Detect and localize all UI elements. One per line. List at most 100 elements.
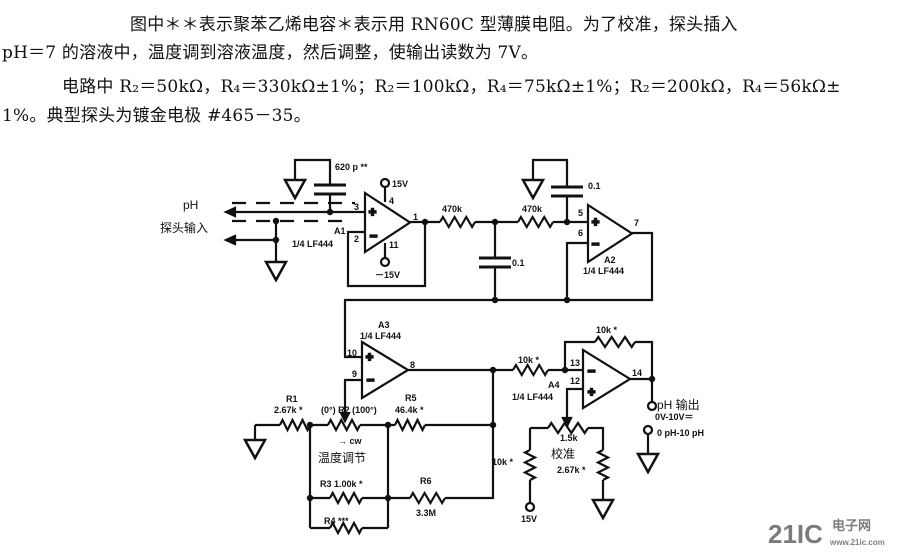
minus-sign: − [370, 229, 377, 243]
a4-pin-14: 14 [632, 368, 642, 378]
paragraph-line-1: 图中＊＊表示聚苯乙烯电容＊表示用 RN60C 型薄膜电阻。为了校准，探头插入 [130, 15, 738, 35]
r6-resistor [409, 490, 446, 506]
a4-pin-13: 13 [570, 358, 580, 368]
r-cal-left [522, 449, 538, 481]
wiper-arrow-icon [339, 411, 351, 424]
a1-pin-1: 1 [413, 212, 418, 222]
a2-pin-5: 5 [578, 208, 583, 218]
a1-opamp [363, 190, 413, 255]
watermark-brand: 21IC [768, 519, 823, 549]
a2-opamp [586, 202, 635, 265]
input-label-probe: 探头输入 [160, 220, 208, 235]
a2-name: A2 [604, 255, 616, 265]
r-cal-left-label: 10k * [492, 457, 514, 467]
ground-icon [635, 452, 661, 475]
watermark-domain: www.21ic.com [829, 538, 885, 547]
terminal-circle [379, 256, 391, 268]
wire [635, 340, 654, 380]
a2-pin-6: 6 [578, 228, 583, 238]
r-470k-2-label: 470k [522, 204, 543, 214]
r4-label: R4 *** [324, 516, 349, 526]
c1-label: 620 p ** [335, 162, 368, 172]
a2-type: 1/4 LF444 [583, 266, 624, 276]
r-in-a4 [512, 362, 549, 378]
r-fb-a4 [594, 335, 636, 349]
a3-pin-9: 9 [352, 369, 357, 379]
a2-pin-7: 7 [634, 218, 639, 228]
junction-dot [648, 375, 656, 383]
r3-resistor [329, 490, 363, 506]
plus-sign: + [588, 385, 595, 399]
watermark-cn: 电子网 [832, 518, 871, 533]
a1-vneg-label: －15V [375, 270, 400, 280]
output-label: pH 输出 [657, 397, 700, 412]
junction-dot [272, 236, 280, 244]
c-mid-label: 0.1 [512, 258, 525, 268]
cw-label: → cw [338, 436, 363, 446]
r-fb-a4-label: 10k * [596, 325, 618, 335]
wire [563, 340, 595, 370]
paragraph-line-2: pH＝7 的溶液中，温度调到溶液温度，然后调整，使输出读数为 7V。 [2, 43, 539, 63]
plus-sign: + [366, 350, 373, 364]
a4-type: 1/4 LF444 [512, 392, 553, 402]
a4-plus-wire [565, 387, 583, 418]
minus-sign: − [367, 373, 374, 387]
a3-pin-8: 8 [410, 360, 415, 370]
junction-dot [563, 296, 571, 304]
c-top-label: 0.1 [588, 181, 601, 191]
r-cal-right-label: 2.67k * [557, 465, 586, 475]
a1-vpos-label: 15V [392, 179, 408, 189]
a4-pin-12: 12 [570, 376, 580, 386]
junction-dot [491, 296, 499, 304]
paragraph-line-3: 电路中 R₂＝50kΩ，R₄＝330kΩ±1%；R₂＝100kΩ，R₄＝75kΩ… [62, 77, 841, 97]
a2-feedback-wire [565, 241, 588, 300]
a3-opamp [360, 340, 411, 400]
a4-name: A4 [548, 380, 560, 390]
ground-icon [263, 260, 289, 283]
wire [588, 426, 605, 450]
terminal-circle [524, 501, 536, 513]
a1-name: A1 [334, 226, 346, 236]
temp-adjust-label: 温度调节 [318, 450, 366, 465]
r2-pot [327, 417, 361, 433]
terminal-circle [642, 424, 654, 436]
output-ph-range: 0 pH-10 pH [657, 428, 704, 438]
r5-label: R5 [405, 393, 417, 403]
plus-sign: + [369, 205, 376, 219]
plus-sign: + [592, 215, 599, 229]
input-label-ph: pH [183, 198, 198, 212]
r-in-a4-label: 10k * [518, 355, 540, 365]
ground-icon [242, 438, 268, 461]
r-470k-1-label: 470k [442, 204, 463, 214]
c1-ground-wire [293, 158, 332, 185]
arrow-icon [223, 234, 237, 246]
a1-feedback-wire [346, 222, 427, 288]
junction-dot [306, 494, 314, 502]
arrow-icon [223, 206, 237, 218]
r4-resistor [329, 520, 363, 536]
a3-minus-wire [343, 378, 362, 413]
r6-value: 3.3M [416, 508, 436, 518]
ground-icon [520, 178, 546, 201]
ground-icon [282, 178, 308, 201]
minus-sign: − [588, 364, 595, 378]
pot-cal-1-5k [547, 421, 589, 435]
r5-resistor [394, 417, 426, 433]
minus-sign: − [592, 237, 599, 251]
paragraph-line-4: 1%。典型探头为镀金电极 #465－35。 [2, 106, 311, 126]
watermark-logo: 21IC 电子网 www.21ic.com [768, 518, 885, 549]
ground-icon [590, 498, 616, 521]
terminal-circle [646, 400, 658, 412]
r-470k-1 [439, 214, 476, 230]
v-cal-label: 15V [521, 514, 537, 524]
a1-pin-11: 11 [389, 240, 399, 250]
r1-resistor [279, 417, 311, 433]
a4-out-wire [630, 377, 654, 402]
a3-name: A3 [378, 320, 390, 330]
junction-dot [384, 494, 392, 502]
a3-pin-10: 10 [347, 348, 357, 358]
wire [445, 425, 495, 500]
c-top-ground-wire [531, 158, 569, 187]
a1-pin-2: 2 [354, 234, 359, 244]
